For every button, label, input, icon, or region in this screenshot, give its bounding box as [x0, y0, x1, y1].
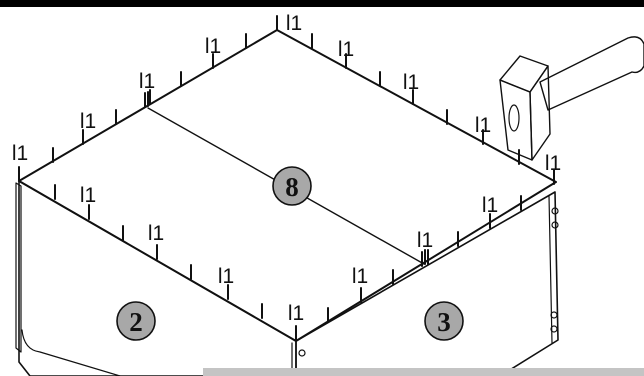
nail-label: l1 [417, 229, 433, 252]
front-panel-bottom-curve [21, 329, 121, 376]
screw-icon [550, 311, 558, 319]
part-badge-2: 2 [116, 301, 156, 341]
nail-label: l1 [80, 110, 96, 133]
top-bar [0, 0, 644, 7]
nail-label: l1 [475, 114, 491, 137]
bottom-bar [203, 368, 644, 376]
nail-label: l1 [286, 12, 302, 35]
box-body [15, 180, 559, 376]
nail-label: l1 [205, 35, 221, 58]
nail-label: l1 [403, 71, 419, 94]
screw-icon [298, 349, 306, 357]
badge-label-3: 3 [437, 307, 451, 337]
nail-label: l1 [148, 222, 164, 245]
side-panel-edge [548, 195, 553, 344]
nail-label: l1 [12, 142, 28, 165]
badge-label-8: 8 [285, 172, 299, 202]
hammer-head-front [499, 79, 533, 161]
nail-label: l1 [338, 38, 354, 61]
nail-label: l1 [288, 302, 304, 325]
top-panel [18, 29, 557, 342]
front-panel-edge [15, 182, 22, 353]
nail-label: l1 [352, 265, 368, 288]
screw-icon [551, 221, 559, 229]
nail-label: l1 [218, 265, 234, 288]
side-panel [295, 191, 559, 376]
hammer-eye [508, 104, 520, 132]
nail-label: l1 [482, 194, 498, 217]
hammer-head-side [529, 65, 551, 161]
part-badge-3: 3 [424, 301, 464, 341]
badge-circle [424, 301, 464, 341]
nail-label: l1 [545, 152, 561, 175]
screw-icon [550, 325, 558, 333]
part-badge-8: 8 [272, 166, 312, 206]
screw-icon [551, 207, 559, 215]
nail-label: l1 [80, 184, 96, 207]
hammer-handle [539, 36, 644, 111]
badge-label-2: 2 [129, 307, 143, 337]
nails-layer [18, 15, 555, 341]
front-panel [18, 180, 297, 376]
badge-circle [116, 301, 156, 341]
badge-circle [272, 166, 312, 206]
nail-label: l1 [139, 70, 155, 93]
nail-labels-layer: l1 l1 l1 l1 l1 l1 l1 l1 l1 l1 l1 l1 l1 l1 l1 l1 [12, 12, 561, 325]
hammer-icon [499, 36, 644, 161]
